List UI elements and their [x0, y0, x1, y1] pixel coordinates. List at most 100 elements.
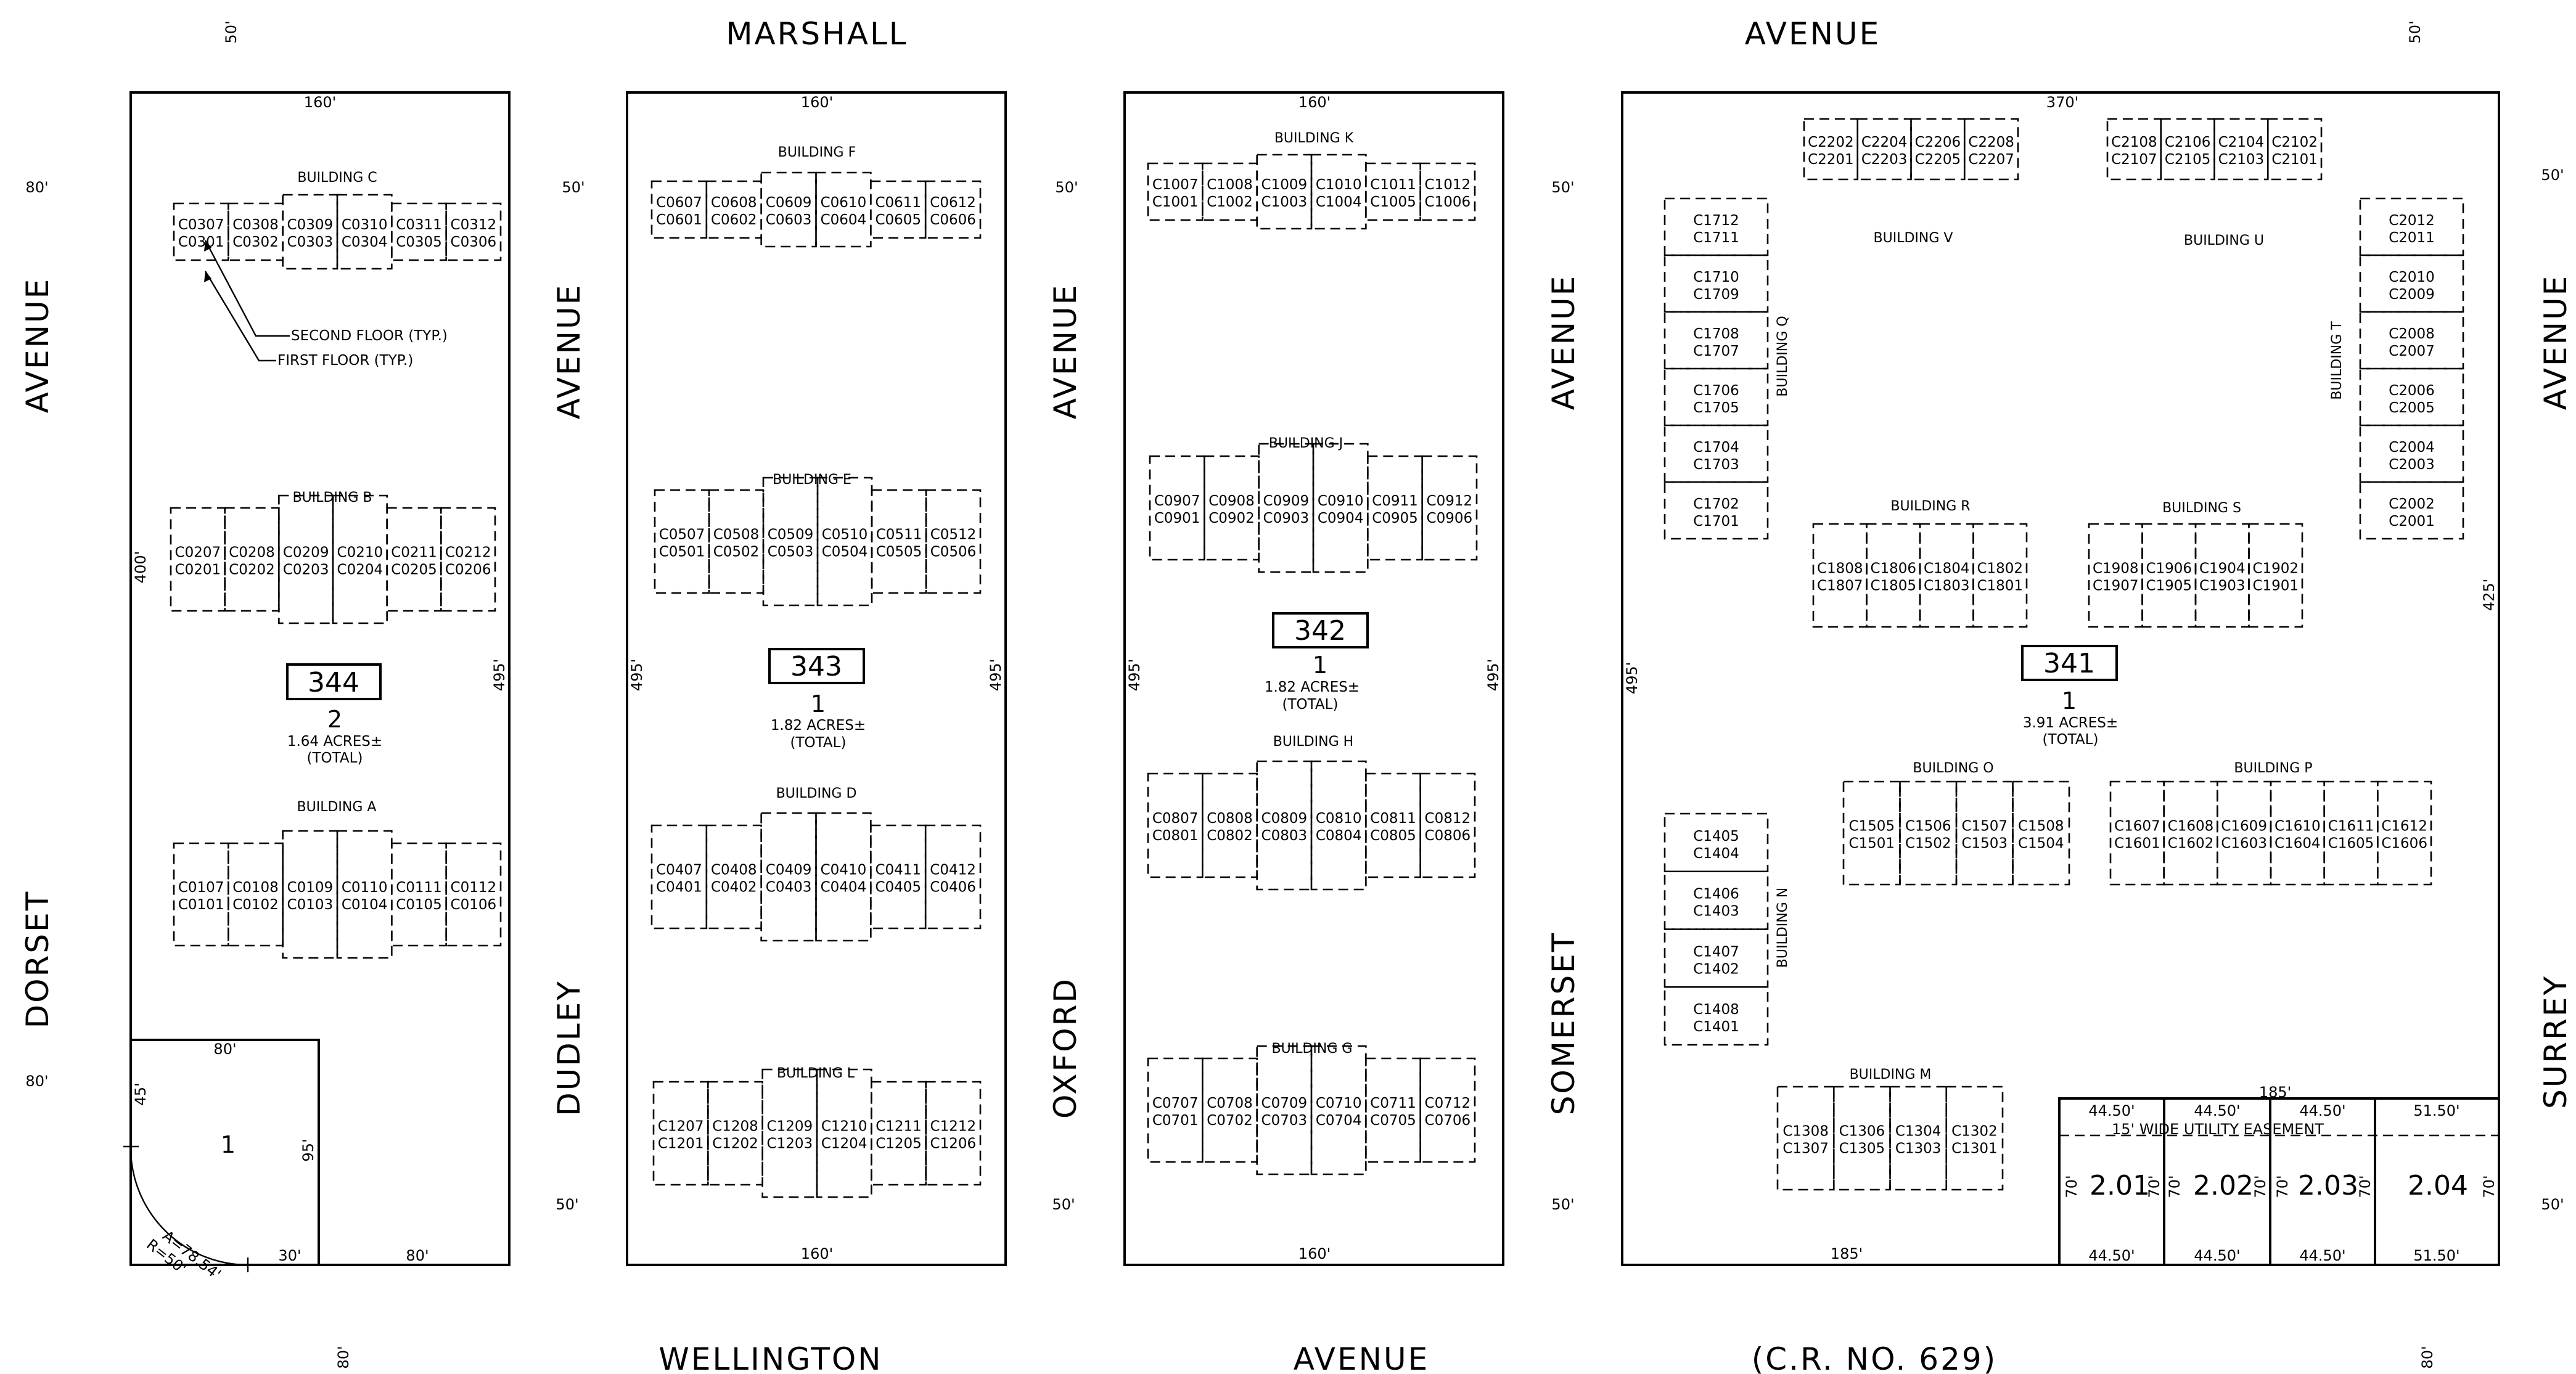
block-341-acres: 3.91 ACRES± [2023, 715, 2118, 731]
unit-outline [870, 824, 927, 930]
unit-outline [871, 1081, 927, 1186]
unit-outline [2359, 424, 2464, 483]
building-v: BUILDING VC2202C2201C2204C2203C2206C2205… [1803, 118, 2019, 246]
unit-second-floor: C1308 [1782, 1124, 1829, 1140]
unit-outline [1365, 1057, 1421, 1163]
unit-second-floor: C1012 [1425, 177, 1471, 193]
unit-second-floor: C2004 [2389, 440, 2435, 456]
unit-first-floor: C1403 [1693, 904, 1739, 920]
unit-first-floor: C0902 [1208, 510, 1255, 526]
unit-outline [1312, 443, 1369, 573]
unit-second-floor: C2106 [2165, 134, 2211, 150]
unit-second-floor: C0409 [766, 862, 812, 878]
unit-outline [705, 824, 762, 930]
unit-first-floor: C0701 [1152, 1113, 1199, 1129]
unit-second-floor: C0312 [451, 217, 497, 233]
subdivision-outline [2058, 1097, 2500, 1266]
street-marshall: MARSHALL [726, 16, 908, 52]
street-oxford: OXFORD [1048, 977, 1083, 1119]
row-width-left-top: 80' [25, 179, 48, 196]
unit-second-floor: C1708 [1693, 326, 1739, 342]
unit-second-floor: C0207 [175, 545, 221, 561]
unit-first-floor: C2203 [1861, 152, 1908, 168]
unit-outline [1256, 153, 1313, 230]
unit-first-floor: C0303 [287, 234, 334, 250]
row-width-oxford-bottom: 50' [1052, 1196, 1075, 1213]
row-width-somerset-top: 50' [1551, 179, 1574, 196]
unit-second-floor: C1211 [876, 1119, 922, 1135]
block-344-left-dim: 400' [132, 551, 149, 583]
unit-second-floor: C1908 [2093, 561, 2139, 577]
row-width-dudley-bottom: 50' [556, 1196, 578, 1213]
unit-second-floor: C1806 [1870, 561, 1916, 577]
unit-outline [1663, 197, 1769, 256]
unit-outline [1147, 1057, 1204, 1163]
block-344-right-dim: 495' [491, 659, 508, 691]
unit-first-floor: C0306 [451, 234, 497, 250]
unit-outline [440, 507, 496, 612]
unit-second-floor: C2008 [2389, 326, 2435, 342]
unit-outline [2359, 481, 2464, 540]
unit-second-floor: C0412 [930, 862, 976, 878]
building-label: BUILDING D [776, 786, 857, 801]
unit-outline [2359, 197, 2464, 256]
building-b: BUILDING BC0207C0201C0208C0202C0209C0203… [170, 490, 496, 624]
unit-first-floor: C1307 [1782, 1141, 1829, 1157]
unit-second-floor: C1808 [1817, 561, 1863, 577]
unit-outline [1663, 812, 1769, 873]
unit-outline [1663, 254, 1769, 313]
unit-second-floor: C0711 [1370, 1095, 1416, 1111]
unit-second-floor: C0910 [1318, 493, 1364, 509]
unit-first-floor: C0601 [656, 212, 702, 228]
building-n: BUILDING NC1405C1404C1406C1403C1407C1402… [1663, 812, 1790, 1046]
row-width-somerset-bottom: 50' [1551, 1196, 1574, 1213]
unit-second-floor: C0912 [1427, 493, 1473, 509]
building-label: BUILDING A [297, 799, 377, 815]
block-343-bottom-dim: 160' [801, 1245, 833, 1262]
unit-second-floor: C1904 [2199, 561, 2246, 577]
unit-second-floor: C0712 [1425, 1095, 1471, 1111]
unit-first-floor: C0301 [178, 234, 224, 250]
building-f: BUILDING FC0607C0601C0608C0602C0609C0603… [650, 145, 982, 248]
unit-first-floor: C0506 [930, 544, 977, 560]
unit-outline [1663, 481, 1769, 540]
unit-outline [650, 824, 708, 930]
building-label: BUILDING N [1775, 888, 1790, 968]
row-widths: 50' 50' 80' 80' 80' 80' 50' 50' 50' 50' … [25, 20, 2564, 1368]
unit-outline [1204, 455, 1260, 561]
unit-second-floor: C1009 [1261, 177, 1308, 193]
unit-first-floor: C1301 [1951, 1141, 1998, 1157]
block-344-total: (TOTAL) [307, 750, 363, 766]
building-c: BUILDING CC0307C0301C0308C0302C0309C0303… [173, 170, 502, 270]
unit-outline [386, 507, 442, 612]
unit-first-floor: C1202 [712, 1136, 758, 1152]
unit-second-floor: C0607 [656, 195, 702, 211]
unit-outline [816, 1068, 872, 1198]
unit-outline [760, 812, 817, 942]
unit-second-floor: C0608 [711, 195, 757, 211]
unit-first-floor: C0201 [175, 562, 221, 578]
building-t: BUILDING TC2012C2011C2010C2009C2008C2007… [2329, 197, 2464, 540]
unit-first-floor: C1205 [876, 1136, 922, 1152]
unit-second-floor: C0710 [1316, 1095, 1362, 1111]
unit-first-floor: C1903 [2199, 578, 2246, 594]
unit-second-floor: C2104 [2218, 134, 2265, 150]
unit-second-floor: C0808 [1207, 811, 1253, 827]
unit-first-floor: C0801 [1152, 828, 1199, 844]
unit-first-floor: C0606 [930, 212, 976, 228]
unit-second-floor: C1608 [2168, 819, 2214, 835]
unit-first-floor: C2205 [1915, 152, 1961, 168]
unit-outline [1832, 1086, 1891, 1191]
unit-second-floor: C2204 [1861, 134, 1908, 150]
unit-first-floor: C1703 [1693, 457, 1739, 473]
unit-outline [1803, 118, 1859, 181]
block-341-info: 370' 185' 495' 425' 341 1 3.91 ACRES± (T… [1623, 94, 2500, 1266]
unit-outline [654, 489, 710, 594]
leader-second-floor [204, 240, 290, 337]
unit-outline [1963, 118, 2019, 181]
unit-first-floor: C0206 [445, 562, 491, 578]
unit-outline [1663, 986, 1769, 1046]
building-label: BUILDING T [2329, 321, 2345, 400]
building-p: BUILDING PC1607C1601C1608C1602C1609C1603… [2109, 761, 2432, 886]
unit-first-floor: C1004 [1316, 194, 1362, 210]
